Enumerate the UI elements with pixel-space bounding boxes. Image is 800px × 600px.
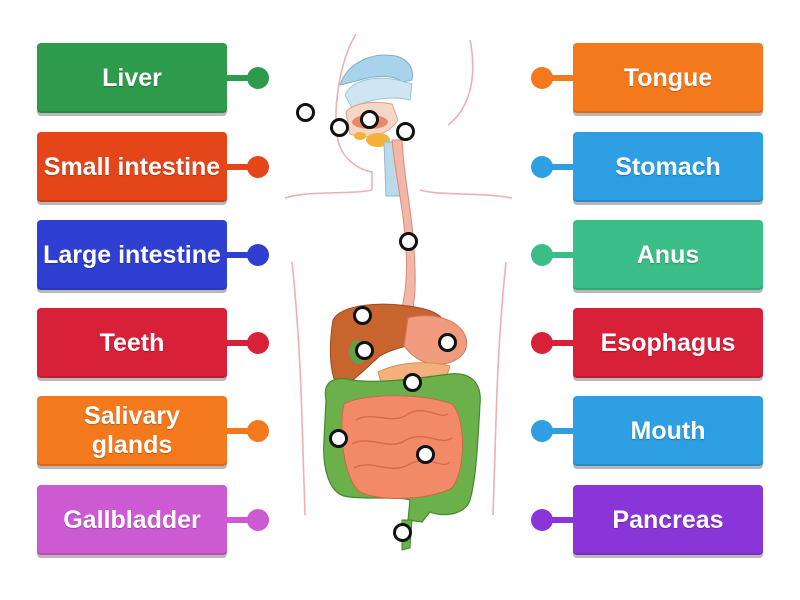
drop-target[interactable] xyxy=(360,110,379,129)
label-text: Small intestine xyxy=(43,152,221,181)
connector-knob[interactable] xyxy=(247,509,269,531)
drop-target[interactable] xyxy=(416,445,435,464)
connector-line xyxy=(227,164,251,170)
drop-target[interactable] xyxy=(329,429,348,448)
label-text: Stomach xyxy=(615,152,721,181)
connector-line xyxy=(549,428,573,434)
label-card-liver[interactable]: Liver xyxy=(37,43,227,113)
label-text: Anus xyxy=(636,240,700,269)
label-card-large-intestine[interactable]: Large intestine xyxy=(37,220,227,290)
label-text: Pancreas xyxy=(612,505,724,534)
drop-target[interactable] xyxy=(353,306,372,325)
label-card-salivary-glands[interactable]: Salivary glands xyxy=(37,396,227,466)
drop-target[interactable] xyxy=(403,373,422,392)
connector-line xyxy=(227,428,251,434)
label-text: Gallbladder xyxy=(63,505,201,534)
label-card-gallbladder[interactable]: Gallbladder xyxy=(37,485,227,555)
connector-line xyxy=(227,340,251,346)
connector-knob[interactable] xyxy=(531,420,553,442)
label-text: Liver xyxy=(102,63,162,92)
drop-target[interactable] xyxy=(399,232,418,251)
connector-line xyxy=(549,340,573,346)
label-card-tongue[interactable]: Tongue xyxy=(573,43,763,113)
label-card-stomach[interactable]: Stomach xyxy=(573,132,763,202)
label-text: Teeth xyxy=(99,328,165,357)
drop-target[interactable] xyxy=(355,341,374,360)
label-card-teeth[interactable]: Teeth xyxy=(37,308,227,378)
connector-knob[interactable] xyxy=(531,156,553,178)
label-text: Esophagus xyxy=(600,328,736,357)
label-text: Tongue xyxy=(623,63,713,92)
connector-knob[interactable] xyxy=(531,509,553,531)
label-card-anus[interactable]: Anus xyxy=(573,220,763,290)
label-text: Salivary glands xyxy=(84,402,180,459)
drop-target[interactable] xyxy=(438,333,457,352)
label-text: Large intestine xyxy=(43,240,221,269)
label-card-small-intestine[interactable]: Small intestine xyxy=(37,132,227,202)
drop-target[interactable] xyxy=(296,103,315,122)
label-card-pancreas[interactable]: Pancreas xyxy=(573,485,763,555)
connector-knob[interactable] xyxy=(247,332,269,354)
connector-line xyxy=(227,75,251,81)
connector-knob[interactable] xyxy=(247,420,269,442)
connector-line xyxy=(549,164,573,170)
connector-knob[interactable] xyxy=(531,332,553,354)
connector-line xyxy=(227,252,251,258)
label-card-mouth[interactable]: Mouth xyxy=(573,396,763,466)
drop-target[interactable] xyxy=(393,523,412,542)
label-text: Mouth xyxy=(630,416,706,445)
connector-line xyxy=(549,517,573,523)
connector-knob[interactable] xyxy=(247,67,269,89)
connector-knob[interactable] xyxy=(247,244,269,266)
connector-knob[interactable] xyxy=(531,67,553,89)
connector-knob[interactable] xyxy=(531,244,553,266)
connector-line xyxy=(549,252,573,258)
drop-target[interactable] xyxy=(396,122,415,141)
drop-target[interactable] xyxy=(330,118,349,137)
connector-knob[interactable] xyxy=(247,156,269,178)
label-card-esophagus[interactable]: Esophagus xyxy=(573,308,763,378)
connector-line xyxy=(227,517,251,523)
connector-line xyxy=(549,75,573,81)
